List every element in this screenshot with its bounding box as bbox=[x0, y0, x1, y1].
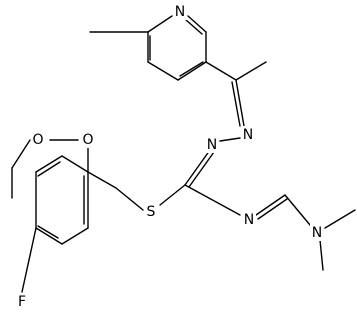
bond-n-to-central-carbon-double bbox=[188, 151, 215, 188]
bond-pyridine-c2-n bbox=[147, 15, 173, 33]
bond-benzene-top-left bbox=[35, 155, 63, 173]
svg-text:O: O bbox=[32, 132, 43, 148]
bond-benzene-bottom-left-inner bbox=[37, 225, 59, 239]
atom-label-layer: N O O S F N N N bbox=[16, 3, 324, 310]
svg-text:N: N bbox=[243, 127, 253, 143]
bond-pyridine-c4-c5-inner bbox=[179, 61, 204, 77]
bond-c-f bbox=[21, 227, 37, 293]
atom-n-hydrazone-1: N bbox=[241, 126, 255, 143]
bond-pyridine-c3-c4 bbox=[147, 61, 179, 81]
svg-text:N: N bbox=[175, 4, 185, 20]
bond-n-methyl-2 bbox=[324, 209, 356, 229]
atom-n-hydrazone-2: N bbox=[205, 136, 219, 153]
bond-layer bbox=[11, 15, 356, 293]
bond-imine-n-ch bbox=[255, 194, 286, 216]
atom-s-thioether: S bbox=[145, 203, 158, 220]
bond-imine-n-ch-double bbox=[257, 198, 288, 220]
bond-ch2-aryl bbox=[87, 171, 117, 189]
svg-text:N: N bbox=[207, 137, 217, 153]
svg-text:S: S bbox=[147, 204, 156, 220]
bond-benzene-top-right bbox=[61, 155, 89, 173]
svg-text:N: N bbox=[244, 212, 254, 228]
atom-f-fluoro: F bbox=[16, 293, 28, 310]
atom-o-ring-1: O bbox=[31, 131, 46, 148]
svg-text:F: F bbox=[18, 294, 26, 310]
bond-ring-to-hydrazone-carbon bbox=[205, 61, 237, 81]
atom-o-ring-2: O bbox=[81, 131, 96, 148]
bond-benzene-top-left-inner bbox=[37, 161, 61, 177]
bond-hydrazone-methyl bbox=[235, 61, 267, 81]
bond-ch-n-dimethyl bbox=[284, 194, 311, 226]
svg-text:N: N bbox=[312, 225, 322, 241]
bond-central-carbon-s bbox=[159, 184, 186, 206]
bond-s-ch2 bbox=[115, 187, 144, 211]
bond-n-methyl-1 bbox=[319, 239, 324, 271]
atom-n-dimethylamino: N bbox=[310, 224, 324, 241]
bond-pyridine-c6-n bbox=[187, 15, 207, 33]
atom-n-imine: N bbox=[242, 211, 256, 228]
bond-benzene-bottom-left bbox=[35, 227, 63, 245]
bond-n-to-central-carbon bbox=[184, 149, 211, 186]
bond-pyridine-c4-c5 bbox=[177, 61, 207, 81]
bond-hydrazone-c-n-double-2 bbox=[231, 81, 241, 127]
bond-hydrazone-n-n bbox=[219, 137, 241, 142]
atom-n-pyridine: N bbox=[173, 3, 187, 20]
bond-benzene-bottom-right bbox=[61, 227, 89, 245]
svg-text:O: O bbox=[82, 132, 93, 148]
bond-central-carbon-n-imine bbox=[184, 184, 241, 216]
bond-hydrazone-c-n-double bbox=[235, 79, 245, 127]
bond-o-ch2 bbox=[11, 139, 31, 169]
bond-pyridine-c6-n-inner bbox=[185, 19, 203, 35]
